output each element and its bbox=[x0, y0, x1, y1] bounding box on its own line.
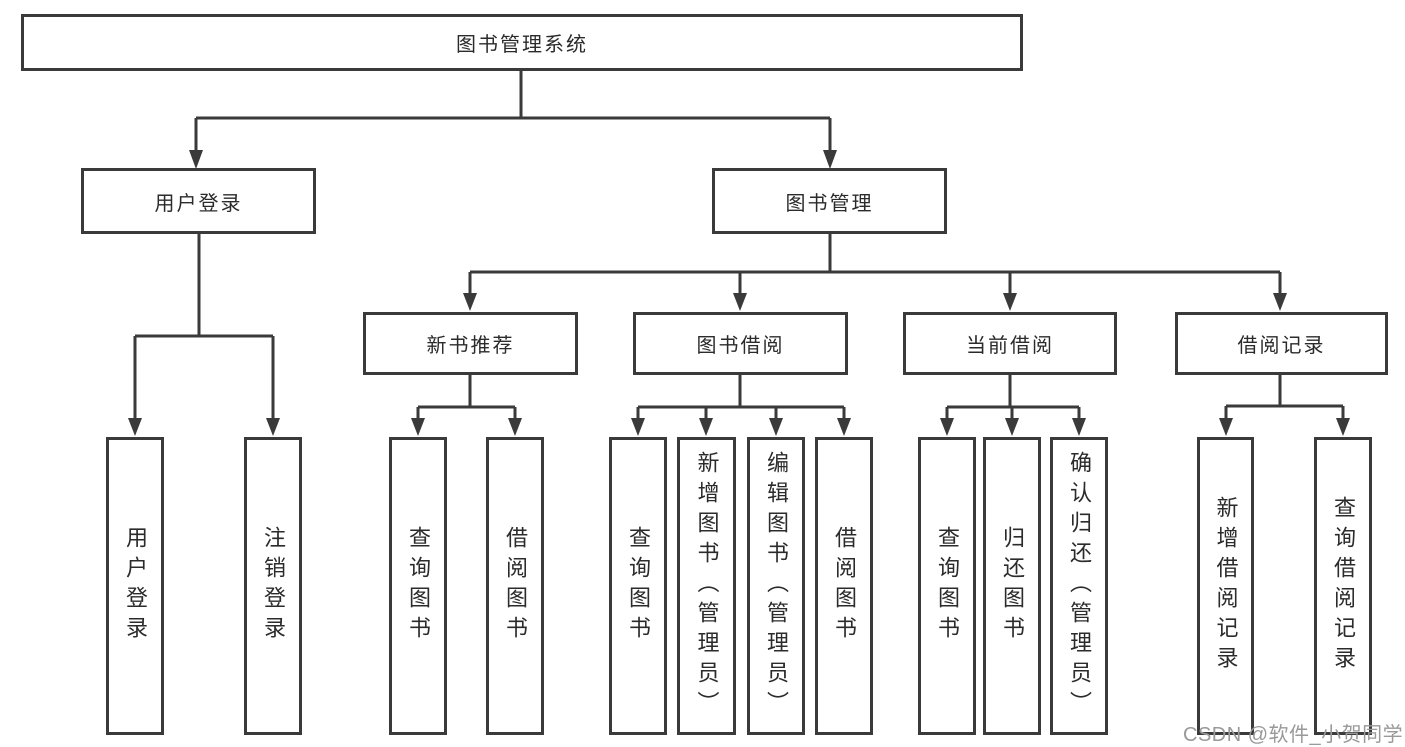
leaf-query-books-2: 查询图书 bbox=[609, 437, 667, 735]
leaf-user-login: 用户登录 bbox=[106, 437, 164, 735]
node-new-book-recommend: 新书推荐 bbox=[363, 312, 578, 375]
leaf-query-books-1: 查询图书 bbox=[389, 437, 447, 735]
leaf-edit-books-admin: 编辑图书（管理员） bbox=[747, 437, 805, 735]
node-borrow-records: 借阅记录 bbox=[1175, 312, 1388, 375]
node-root: 图书管理系统 bbox=[21, 14, 1023, 71]
leaf-query-borrow-record: 查询借阅记录 bbox=[1314, 437, 1372, 735]
leaf-query-books-3: 查询图书 bbox=[918, 437, 976, 735]
node-book-borrow: 图书借阅 bbox=[633, 312, 848, 375]
leaf-logout: 注销登录 bbox=[244, 437, 302, 735]
leaf-borrow-books-1: 借阅图书 bbox=[486, 437, 544, 735]
leaf-confirm-return-admin: 确认归还（管理员） bbox=[1050, 437, 1108, 735]
node-book-management: 图书管理 bbox=[712, 168, 947, 234]
watermark: CSDN @软件_小贺同学 bbox=[1183, 724, 1404, 746]
leaf-return-books: 归还图书 bbox=[983, 437, 1041, 735]
node-current-borrow: 当前借阅 bbox=[903, 312, 1117, 375]
leaf-add-books-admin: 新增图书（管理员） bbox=[677, 437, 736, 735]
node-user-login: 用户登录 bbox=[81, 168, 316, 234]
leaf-add-borrow-record: 新增借阅记录 bbox=[1197, 437, 1254, 735]
leaf-borrow-books-2: 借阅图书 bbox=[815, 437, 873, 735]
